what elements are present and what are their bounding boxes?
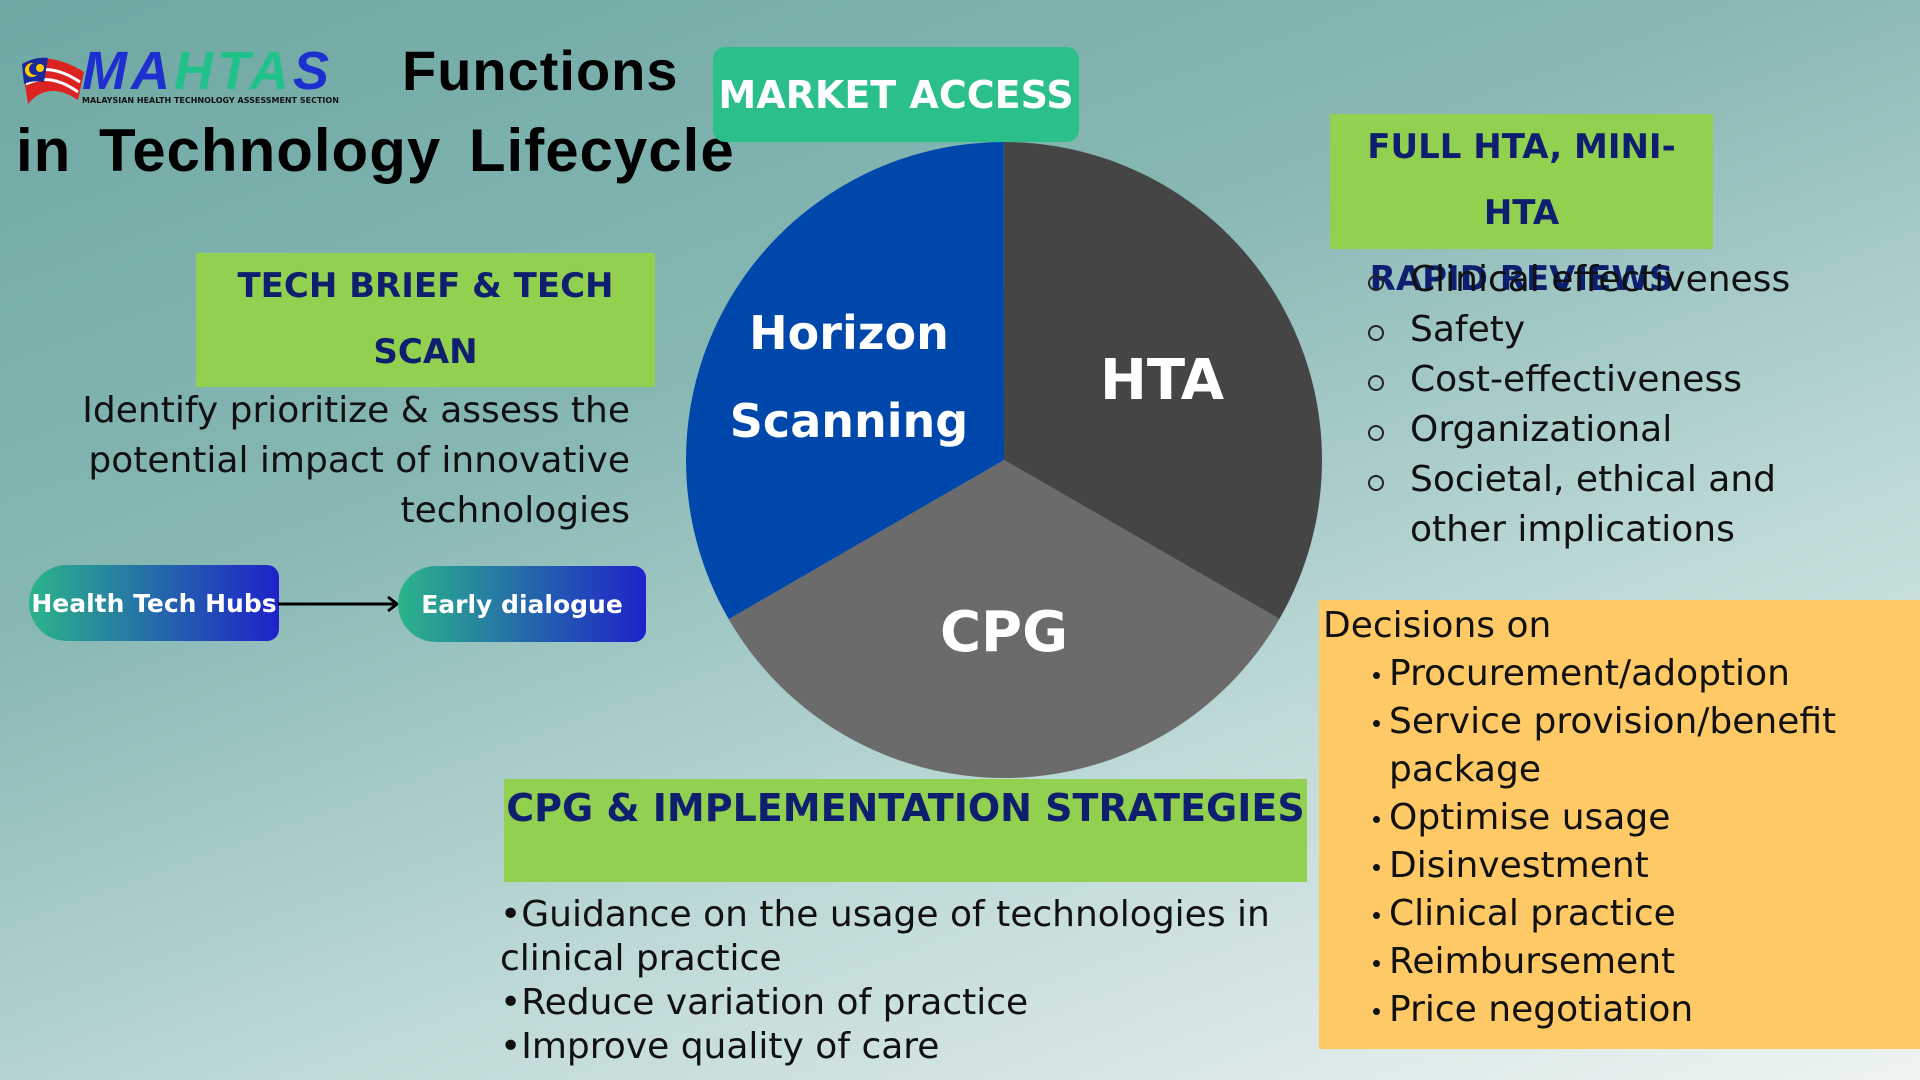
tech-brief-line1: TECH BRIEF & TECH	[237, 266, 614, 306]
hta-criteria-list: Clinical effectiveness Safety Cost-effec…	[1358, 255, 1878, 555]
desc-line: potential impact of innovative	[88, 440, 630, 481]
pie-label-cpg: CPG	[939, 600, 1069, 665]
desc-line: Identify prioritize & assess the	[82, 390, 630, 431]
list-item: •Improve quality of care	[500, 1026, 940, 1067]
list-item: Optimise usage	[1323, 794, 1920, 842]
full-hta-heading: FULL HTA, MINI-HTA RAPID REVIEWS	[1330, 114, 1713, 299]
logo-wordmark: MAHTAS	[82, 41, 333, 101]
list-item: Safety	[1358, 305, 1878, 355]
tech-brief-description: Identify prioritize & assess the potenti…	[30, 386, 630, 536]
decisions-panel: Decisions on Procurement/adoption Servic…	[1319, 600, 1920, 1049]
tech-brief-line2: SCAN	[373, 332, 478, 372]
mahtas-logo: MAHTAS MALAYSIAN HEALTH TECHNOLOGY ASSES…	[18, 41, 358, 110]
title-line2: in Technology Lifecycle	[16, 117, 735, 184]
pie-slice-horizon-scanning	[686, 142, 1004, 620]
pie-label-scanning: Scanning	[729, 394, 969, 448]
decisions-heading: Decisions on	[1323, 605, 1552, 646]
pie-slice-hta	[1004, 142, 1322, 619]
list-item: Organizational	[1358, 405, 1878, 455]
list-item: Service provision/benefit package	[1323, 698, 1920, 794]
list-item: Reimbursement	[1323, 938, 1920, 986]
full-hta-line1: FULL HTA, MINI-HTA	[1367, 127, 1676, 233]
market-access-label: MARKET ACCESS	[713, 47, 1079, 142]
tech-brief-heading: TECH BRIEF & TECH SCAN	[196, 253, 655, 387]
list-item: Disinvestment	[1323, 842, 1920, 890]
cpg-heading: CPG & IMPLEMENTATION STRATEGIES	[504, 779, 1307, 882]
functions-pie-chart	[686, 142, 1322, 778]
arrow-right-icon	[278, 595, 400, 613]
list-item: Cost-effectiveness	[1358, 355, 1878, 405]
title-line1: Functions	[402, 39, 679, 102]
pie-label-hta: HTA	[1099, 348, 1225, 413]
full-hta-line2: RAPID REVIEWS	[1369, 259, 1674, 299]
list-item: •Reduce variation of practice	[500, 982, 1029, 1023]
pie-slice-cpg	[728, 460, 1280, 778]
list-item: Clinical practice	[1323, 890, 1920, 938]
decisions-list: Procurement/adoption Service provision/b…	[1323, 650, 1920, 1034]
list-item: Procurement/adoption	[1323, 650, 1920, 698]
list-item: •Guidance on the usage of technologies i…	[500, 894, 1270, 979]
list-item: Price negotiation	[1323, 986, 1920, 1034]
cpg-list: •Guidance on the usage of technologies i…	[500, 893, 1320, 1069]
health-tech-hubs-node: Health Tech Hubs	[29, 565, 279, 641]
list-item: Societal, ethical and other implications	[1358, 455, 1878, 555]
pie-label-horizon: Horizon	[749, 306, 949, 360]
logo-subtitle: MALAYSIAN HEALTH TECHNOLOGY ASSESSMENT S…	[82, 96, 339, 105]
list-item: Clinical effectiveness	[1358, 255, 1878, 305]
desc-line: technologies	[400, 490, 631, 531]
early-dialogue-node: Early dialogue	[398, 566, 646, 642]
malaysia-flag-icon	[22, 57, 84, 104]
